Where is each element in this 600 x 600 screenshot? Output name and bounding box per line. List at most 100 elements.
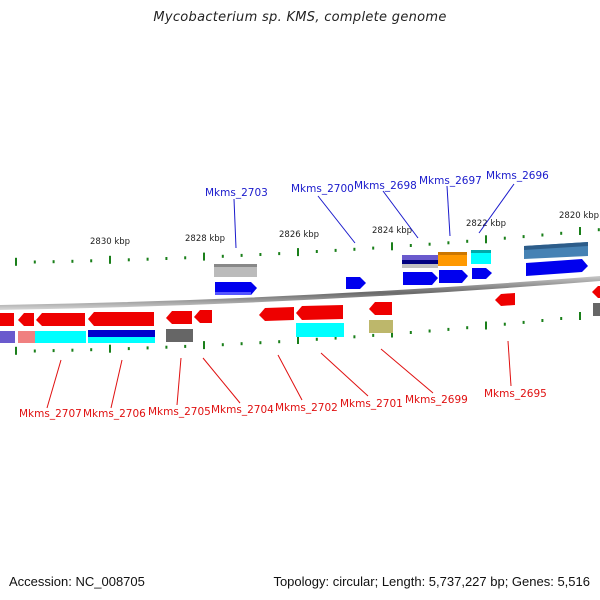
- minor-tick: [522, 235, 525, 239]
- minor-tick: [71, 348, 74, 352]
- major-tick: [109, 255, 111, 264]
- major-tick: [485, 321, 487, 330]
- gene-label-Mkms_2707[interactable]: Mkms_2707: [19, 408, 82, 420]
- scale-ticks-outer: [15, 227, 600, 266]
- major-tick: [391, 242, 393, 251]
- cog-box-Mkms_2703[interactable]: [214, 264, 257, 277]
- cog-box-Mkms_2707[interactable]: [0, 331, 15, 343]
- minor-tick: [221, 343, 224, 347]
- gene-arrow-left-edge[interactable]: [0, 313, 14, 326]
- gene-label-Mkms_2702[interactable]: Mkms_2702: [275, 402, 338, 414]
- cog-box-right-edge[interactable]: [593, 303, 600, 316]
- map-title: Mycobacterium sp. KMS, complete genome: [153, 10, 447, 25]
- minor-tick: [428, 242, 431, 246]
- cog-box-Mkms_2698[interactable]: [402, 255, 438, 268]
- minor-tick: [447, 241, 450, 245]
- minor-tick: [184, 344, 187, 348]
- major-tick: [15, 257, 17, 266]
- minor-tick: [597, 228, 600, 232]
- gene-label-Mkms_2703[interactable]: Mkms_2703: [205, 187, 268, 199]
- cog-box-Mkms_2706[interactable]: [88, 330, 155, 343]
- gene-label-Mkms_2699[interactable]: Mkms_2699: [405, 394, 468, 406]
- cog-box-Mkms_2701[interactable]: [296, 323, 344, 337]
- gene-arrow-Mkms_2699[interactable]: [369, 302, 392, 315]
- minor-tick: [127, 258, 130, 262]
- minor-tick: [90, 348, 93, 352]
- minor-tick: [71, 259, 74, 263]
- major-tick: [391, 329, 393, 338]
- gene-label-Mkms_2697[interactable]: Mkms_2697: [419, 175, 482, 187]
- minor-tick: [278, 252, 281, 256]
- minor-tick: [503, 322, 506, 326]
- gene-label-Mkms_2695[interactable]: Mkms_2695: [484, 388, 547, 400]
- gene-arrow-Mkms_2700[interactable]: [346, 277, 366, 289]
- scale-label-2824: 2824 kbp: [372, 226, 412, 236]
- gene-arrow-Mkms_2697[interactable]: [439, 270, 468, 283]
- minor-tick: [33, 260, 36, 264]
- cog-box-Mkms_2696[interactable]: [471, 250, 491, 264]
- gene-arrow-Mkms_2701[interactable]: [296, 305, 343, 320]
- gene-arrow-Mkms_2705[interactable]: [166, 311, 192, 324]
- gene-arrow-unlabeled-fwd[interactable]: [526, 259, 588, 276]
- gene-label-Mkms_2704[interactable]: Mkms_2704: [211, 404, 274, 416]
- minor-tick: [409, 331, 412, 334]
- minor-tick: [409, 244, 412, 247]
- gene-label-Mkms_2696[interactable]: Mkms_2696: [486, 170, 549, 182]
- minor-tick: [522, 320, 525, 324]
- minor-tick: [447, 327, 450, 331]
- minor-tick: [503, 236, 506, 240]
- major-tick: [579, 227, 581, 235]
- minor-tick: [541, 233, 544, 237]
- gene-label-Mkms_2698[interactable]: Mkms_2698: [354, 180, 417, 192]
- gene-label-Mkms_2700[interactable]: Mkms_2700: [291, 183, 354, 195]
- genome-summary-text: Topology: circular; Length: 5,737,227 bp…: [273, 574, 590, 589]
- gene-arrow-Mkms_2707[interactable]: [18, 313, 34, 326]
- cog-box-Mkms_2697[interactable]: [438, 252, 467, 266]
- cog-box-Mkms_2705[interactable]: [166, 329, 193, 342]
- minor-tick: [240, 253, 243, 257]
- scale-label-2830: 2830 kbp: [90, 237, 130, 247]
- major-tick: [485, 235, 487, 244]
- gene-arrow-Mkms_2706[interactable]: [88, 312, 154, 326]
- minor-tick: [334, 248, 337, 252]
- cog-box-Mkms_2706-a[interactable]: [35, 331, 86, 343]
- minor-tick: [466, 326, 469, 330]
- gene-arrow-Mkms_2696[interactable]: [472, 268, 492, 279]
- minor-tick: [33, 349, 36, 353]
- minor-tick: [353, 247, 356, 251]
- minor-tick: [52, 260, 55, 264]
- minor-tick: [353, 335, 356, 339]
- forward-leader-lines: [233, 183, 515, 249]
- minor-tick: [315, 337, 318, 341]
- scale-ticks-inner: [15, 312, 600, 355]
- cog-box-Mkms_2699[interactable]: [369, 320, 393, 333]
- major-tick: [203, 341, 205, 350]
- minor-tick: [52, 349, 55, 353]
- major-tick: [579, 312, 581, 320]
- major-tick: [15, 346, 17, 355]
- minor-tick: [278, 340, 281, 344]
- gene-label-Mkms_2701[interactable]: Mkms_2701: [340, 398, 403, 410]
- gene-arrow-Mkms_2698[interactable]: [403, 272, 438, 285]
- minor-tick: [428, 329, 431, 333]
- minor-tick: [221, 254, 224, 258]
- gene-arrow-Mkms_2695[interactable]: [495, 293, 515, 306]
- gene-label-Mkms_2706[interactable]: Mkms_2706: [83, 408, 146, 420]
- minor-tick: [146, 257, 149, 261]
- gene-label-Mkms_2705[interactable]: Mkms_2705: [148, 406, 211, 418]
- minor-tick: [184, 256, 187, 260]
- cog-box-unlabeled-fwd[interactable]: [524, 242, 588, 259]
- cog-box-Mkms_2707-b[interactable]: [18, 331, 35, 343]
- major-tick: [203, 252, 205, 261]
- gene-arrow-Mkms_2706-a[interactable]: [36, 313, 85, 326]
- gene-arrow-right-edge[interactable]: [592, 286, 600, 298]
- minor-tick: [165, 345, 168, 349]
- gene-arrow-Mkms_2704[interactable]: [194, 310, 212, 323]
- accession-text: Accession: NC_008705: [9, 574, 145, 589]
- gene-arrow-Mkms_2702[interactable]: [259, 307, 294, 321]
- minor-tick: [560, 317, 563, 320]
- genome-backbone: [0, 276, 600, 310]
- minor-tick: [240, 342, 243, 346]
- gene-arrow-Mkms_2703[interactable]: [215, 282, 257, 295]
